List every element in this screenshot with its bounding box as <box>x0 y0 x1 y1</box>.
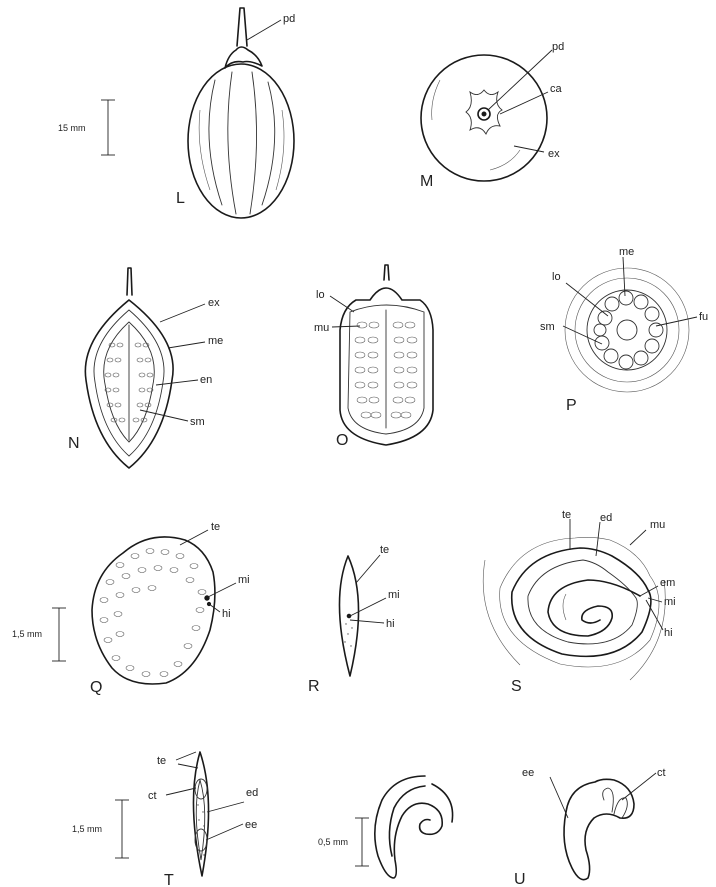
label-U-ct: ct <box>657 767 666 779</box>
label-N-ex: ex <box>208 297 220 309</box>
label-S-em: em <box>660 577 675 589</box>
label-S-mu: mu <box>650 519 665 531</box>
label-O-mu: mu <box>314 322 329 334</box>
label-Q-hi: hi <box>222 608 231 620</box>
label-T-ct: ct <box>148 790 157 802</box>
figure-M: pd ca ex M <box>420 41 564 190</box>
label-T-ed: ed <box>246 787 258 799</box>
label-T-ee: ee <box>245 819 257 831</box>
label-N-me: me <box>208 335 223 347</box>
figure-Q: te mi hi 1,5 mm Q <box>12 521 250 696</box>
label-P-me: me <box>619 246 634 258</box>
label-S-hi: hi <box>664 627 673 639</box>
letter-L: L <box>176 190 185 207</box>
letter-Q: Q <box>90 679 102 696</box>
label-M-ca: ca <box>550 83 563 95</box>
letter-P: P <box>566 397 577 414</box>
figure-P: me lo sm fu P <box>540 246 708 414</box>
label-P-fu: fu <box>699 311 708 323</box>
label-R-te: te <box>380 544 389 556</box>
label-P-sm: sm <box>540 321 555 333</box>
letter-S: S <box>511 678 522 695</box>
label-N-sm: sm <box>190 416 205 428</box>
label-S-ed: ed <box>600 512 612 524</box>
label-Q-mi: mi <box>238 574 250 586</box>
figure-N: ex me en sm N <box>68 268 223 468</box>
letter-T: T <box>164 872 174 887</box>
label-M-ex: ex <box>548 148 560 160</box>
label-T-te: te <box>157 755 166 767</box>
label-O-lo: lo <box>316 289 325 301</box>
scale-U: 0,5 mm <box>318 837 348 847</box>
figure-S: te ed mu em mi hi S <box>483 509 675 695</box>
label-R-mi: mi <box>388 589 400 601</box>
scale-T: 1,5 mm <box>72 824 102 834</box>
scale-L: 15 mm <box>58 123 86 133</box>
label-U-ee: ee <box>522 767 534 779</box>
letter-U: U <box>514 871 526 887</box>
label-R-hi: hi <box>386 618 395 630</box>
figure-L: pd 15 mm L <box>58 8 295 218</box>
label-N-en: en <box>200 374 212 386</box>
figure-O: lo mu O <box>314 265 433 449</box>
figure-T: te ct ed ee 1,5 mm T <box>72 752 258 887</box>
letter-O: O <box>336 432 348 449</box>
label-S-te: te <box>562 509 571 521</box>
label-P-lo: lo <box>552 271 561 283</box>
scale-Q: 1,5 mm <box>12 629 42 639</box>
label-Q-te: te <box>211 521 220 533</box>
label-S-mi: mi <box>664 596 676 608</box>
figure-R: te mi hi R <box>308 544 400 695</box>
figure-U: 0,5 mm ee ct U <box>318 767 666 887</box>
label-M-pd: pd <box>552 41 564 53</box>
letter-M: M <box>420 173 433 190</box>
letter-R: R <box>308 678 320 695</box>
label-L-pd: pd <box>283 13 295 25</box>
letter-N: N <box>68 435 80 452</box>
